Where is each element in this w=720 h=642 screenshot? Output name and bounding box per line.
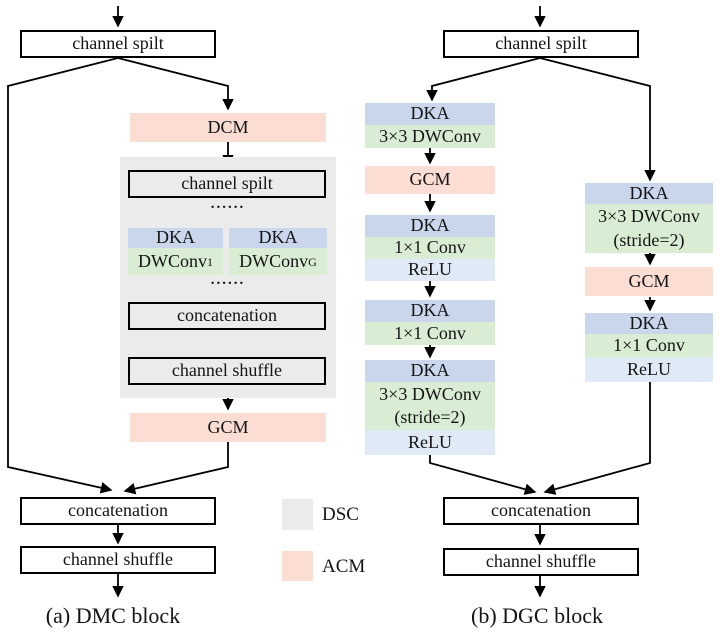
a-ellipsis-bottom: ...... <box>210 271 246 288</box>
b-left-dwconv4-line2: (stride=2) <box>394 407 466 427</box>
b-right-dwconv1-line1: 3×3 DWConv <box>598 206 700 227</box>
b-left-dka2-box: DKA <box>365 215 495 237</box>
b-right-conv2-box: 1×1 Conv <box>585 334 713 357</box>
legend-dsc-swatch <box>282 499 313 530</box>
b-channel-shuffle-box: channel shuffle <box>443 548 639 576</box>
b-left-dka1-box: DKA <box>365 103 495 125</box>
b-left-relu2-box: ReLU <box>365 259 495 281</box>
b-right-dka2-box: DKA <box>585 313 713 334</box>
a-dka-left-box: DKA <box>128 227 223 248</box>
a-dcm-box: DCM <box>130 113 326 142</box>
legend-acm-label: ACM <box>322 555 366 577</box>
b-left-dwconv1-box: 3×3 DWConv <box>365 125 495 148</box>
a-caption: (a) DMC block <box>45 602 181 628</box>
b-right-dwconv1-box: 3×3 DWConv (stride=2) <box>585 204 713 253</box>
b-left-dwconv4-line1: 3×3 DWConv <box>379 383 481 404</box>
b-left-gcm-box: GCM <box>365 166 495 194</box>
b-right-relu2-box: ReLU <box>585 357 713 382</box>
b-left-dka3-box: DKA <box>365 300 495 322</box>
b-left-conv3-box: 1×1 Conv <box>365 322 495 345</box>
a-ellipsis-top: ...... <box>210 195 246 212</box>
a-channel-shuffle-box: channel shuffle <box>20 546 216 574</box>
b-right-dwconv1-line2: (stride=2) <box>613 229 685 250</box>
legend-acm-swatch <box>282 551 313 581</box>
b-channel-split-box: channel spilt <box>443 30 639 58</box>
a-dka-right-box: DKA <box>229 227 327 248</box>
b-caption: (b) DGC block <box>471 602 603 628</box>
b-left-dka4-box: DKA <box>365 360 495 382</box>
b-left-dwconv4-box: 3×3 DWConv (stride=2) <box>365 382 495 430</box>
a-inner-concatenation-box: concatenation <box>128 302 326 330</box>
a-gcm-box: GCM <box>130 413 326 442</box>
a-dwconv1-label: DWConv <box>138 250 207 271</box>
legend-dsc-label: DSC <box>322 503 359 525</box>
a-dwconvg-label: DWConv <box>239 250 309 271</box>
a-channel-split-box: channel spilt <box>20 30 216 58</box>
b-left-relu4-box: ReLU <box>365 430 495 455</box>
b-right-dka1-box: DKA <box>585 183 713 204</box>
a-inner-channel-shuffle-box: channel shuffle <box>128 357 326 385</box>
b-right-gcm-box: GCM <box>585 267 713 296</box>
a-concatenation-box: concatenation <box>20 497 216 525</box>
b-concatenation-box: concatenation <box>443 497 639 525</box>
b-left-conv2-box: 1×1 Conv <box>365 237 495 259</box>
a-inner-channel-split-box: channel spilt <box>128 170 326 198</box>
